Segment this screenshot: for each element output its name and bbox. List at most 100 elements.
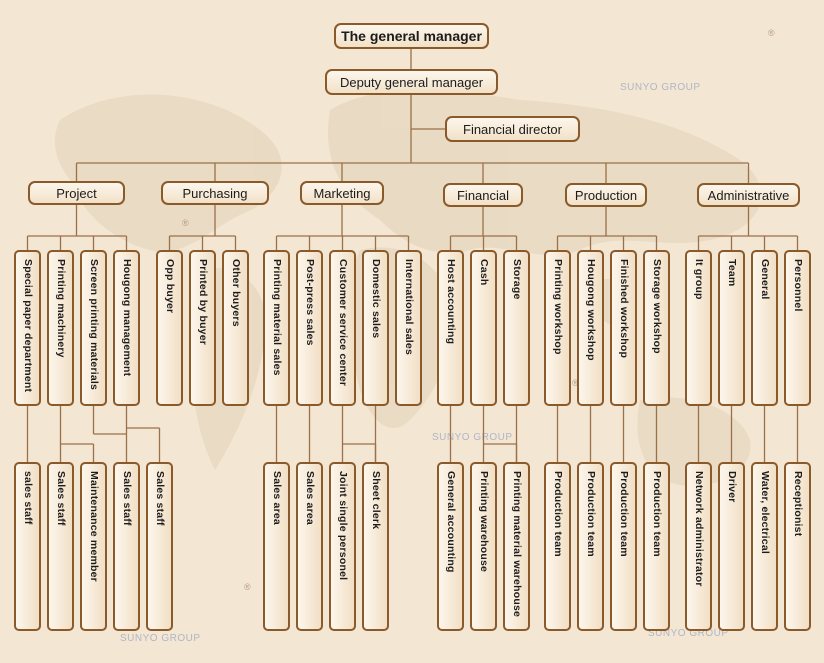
staff-project: Sales staff [47,462,74,631]
staff-project: sales staff [14,462,41,631]
registered-mark: ® [244,582,251,592]
staff-administrative: Driver [718,462,745,631]
section-administrative: It group [685,250,712,406]
general-manager-label: The general manager [341,28,482,44]
section-marketing: Printing material sales [263,250,290,406]
department-label: Marketing [313,185,371,201]
section-financial: Host accounting [437,250,464,406]
staff-project: Maintenance member [80,462,107,631]
financial-director-label: Financial director [463,121,562,137]
general-manager-box: The general manager [334,23,489,49]
section-financial-label: Cash [477,259,490,286]
section-administrative: Personnel [784,250,811,406]
section-administrative-label: General [758,259,771,300]
section-purchasing: Printed by buyer [189,250,216,406]
section-marketing-label: International sales [402,259,415,355]
section-administrative-label: It group [692,259,705,300]
watermark-text: SUNYO GROUP [620,82,701,93]
section-marketing: International sales [395,250,422,406]
section-production: Printing workshop [544,250,571,406]
deputy-general-manager-box: Deputy general manager [325,69,498,95]
section-purchasing-label: Printed by buyer [196,259,209,346]
staff-marketing: Sheet clerk [362,462,389,631]
section-project-label: Screen printing materials [87,259,100,391]
staff-project-label: Maintenance member [87,471,100,582]
staff-marketing: Joint single personel [329,462,356,631]
section-project: Screen printing materials [80,250,107,406]
section-administrative: General [751,250,778,406]
staff-project: Sales staff [146,462,173,631]
staff-administrative: Receptionist [784,462,811,631]
department-label: Administrative [707,187,790,203]
staff-production: Production team [610,462,637,631]
section-project: Hougong management [113,250,140,406]
registered-mark: ® [768,28,775,38]
staff-financial-label: Printing material warehouse [510,471,523,618]
section-purchasing-label: Other buyers [229,259,242,327]
staff-production-label: Production team [617,471,630,557]
section-marketing: Post-press sales [296,250,323,406]
section-project-label: Printing machinery [54,259,67,358]
staff-administrative-label: Receptionist [791,471,804,537]
section-marketing-label: Domestic sales [369,259,382,339]
section-production-label: Hougong workshop [584,259,597,361]
watermark-text: SUNYO GROUP [120,633,201,644]
section-production: Finished workshop [610,250,637,406]
staff-financial: General accounting [437,462,464,631]
staff-project-label: Sales staff [120,471,133,526]
section-production-label: Finished workshop [617,259,630,359]
section-production: Storage workshop [643,250,670,406]
staff-marketing-label: Sales area [303,471,316,525]
staff-financial: Printing material warehouse [503,462,530,631]
financial-director-box: Financial director [445,116,580,142]
deputy-general-manager-label: Deputy general manager [339,74,484,90]
section-financial: Cash [470,250,497,406]
registered-mark: ® [572,378,579,388]
staff-production: Production team [577,462,604,631]
section-administrative-label: Personnel [791,259,804,312]
section-marketing: Domestic sales [362,250,389,406]
section-administrative-label: Team [725,259,738,287]
section-project: Special paper department [14,250,41,406]
section-project-label: Hougong management [120,259,133,377]
department-production: Production [565,183,647,207]
section-financial-label: Storage [510,259,523,300]
section-financial: Storage [503,250,530,406]
staff-marketing-label: Sales area [270,471,283,525]
department-administrative: Administrative [697,183,800,207]
section-marketing-label: Printing material sales [270,259,283,376]
staff-administrative: Network administrator [685,462,712,631]
staff-marketing-label: Sheet clerk [369,471,382,530]
staff-administrative-label: Network administrator [692,471,705,587]
section-purchasing-label: Opp buyer [163,259,176,314]
staff-production-label: Production team [650,471,663,557]
staff-marketing: Sales area [296,462,323,631]
section-marketing-label: Post-press sales [303,259,316,346]
section-production: Hougong workshop [577,250,604,406]
staff-project-label: sales staff [21,471,34,525]
section-administrative: Team [718,250,745,406]
registered-mark: ® [182,218,189,228]
staff-marketing-label: Joint single personel [336,471,349,581]
staff-financial: Printing warehouse [470,462,497,631]
staff-production-label: Production team [551,471,564,557]
section-production-label: Storage workshop [650,259,663,354]
staff-project-label: Sales staff [153,471,166,526]
section-marketing: Customer service center [329,250,356,406]
staff-project-label: Sales staff [54,471,67,526]
staff-financial-label: Printing warehouse [477,471,490,573]
department-purchasing: Purchasing [161,181,269,205]
department-financial: Financial [443,183,523,207]
staff-production-label: Production team [584,471,597,557]
department-label: Project [56,185,97,201]
section-project: Printing machinery [47,250,74,406]
watermark-text: SUNYO GROUP [648,628,729,639]
department-label: Financial [456,187,510,203]
section-project-label: Special paper department [21,259,34,393]
section-financial-label: Host accounting [444,259,457,345]
staff-administrative-label: Driver [725,471,738,503]
staff-project: Sales staff [113,462,140,631]
section-purchasing: Other buyers [222,250,249,406]
section-production-label: Printing workshop [551,259,564,355]
staff-financial-label: General accounting [444,471,457,573]
